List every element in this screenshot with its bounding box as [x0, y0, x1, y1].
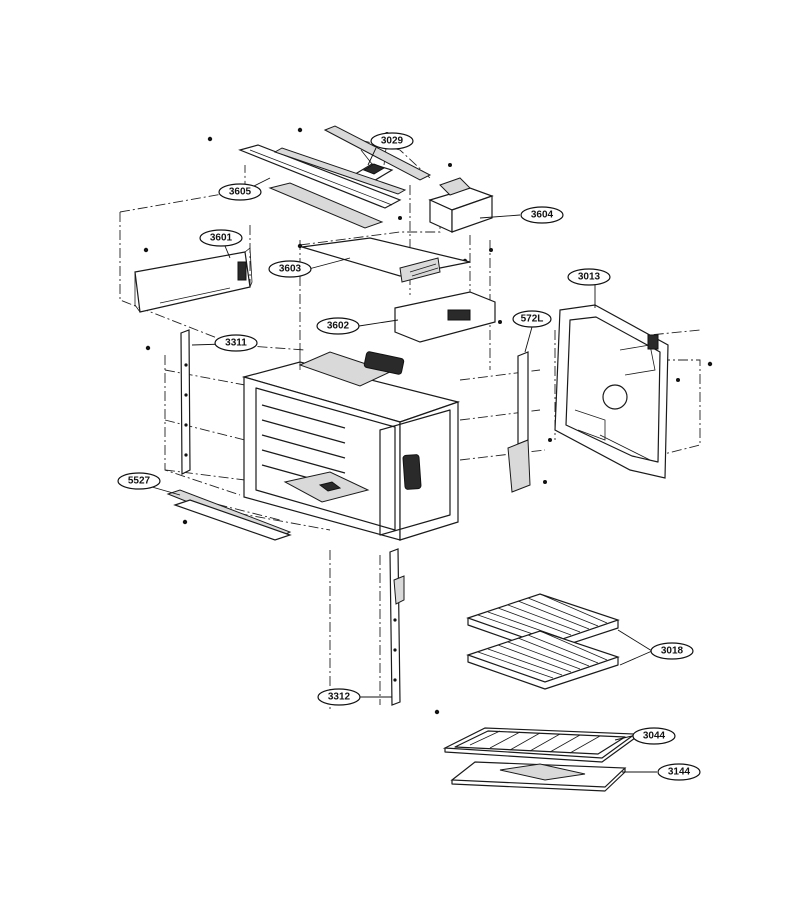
svg-text:3312: 3312	[328, 692, 351, 703]
callout-3604: 3604	[520, 206, 564, 224]
callout-3602: 3602	[316, 317, 360, 335]
callout-3603: 3603	[268, 260, 312, 278]
part-3601-panel	[134, 247, 253, 313]
rack-upper	[466, 593, 620, 653]
part-3044-broil-grid	[442, 727, 637, 763]
callout-3605: 3605	[218, 183, 262, 201]
part-572L-bracket	[507, 351, 531, 493]
svg-text:3311: 3311	[225, 338, 247, 349]
svg-text:3604: 3604	[531, 210, 554, 221]
svg-text:3018: 3018	[661, 646, 684, 657]
part-3018-racks	[466, 593, 620, 690]
svg-text:3601: 3601	[210, 233, 233, 244]
callout-5527: 5527	[117, 472, 161, 490]
part-5527-trim	[166, 489, 292, 541]
callout-3029: 3029	[370, 132, 414, 150]
callout-3601: 3601	[199, 229, 243, 247]
part-3311-rail	[180, 329, 191, 475]
part-3602-panel	[394, 291, 496, 343]
svg-text:3144: 3144	[668, 767, 691, 778]
svg-text:3605: 3605	[229, 187, 252, 198]
part-3603-shelf	[301, 237, 471, 283]
svg-text:3029: 3029	[381, 136, 404, 147]
svg-text:3013: 3013	[578, 272, 601, 283]
callout-3044: 3044	[632, 727, 676, 745]
svg-text:3602: 3602	[327, 321, 350, 332]
part-3013-back-panel	[554, 304, 669, 479]
svg-text:572L: 572L	[521, 314, 544, 325]
callout-3013: 3013	[567, 268, 611, 286]
rack-lower	[466, 630, 620, 690]
callout-3311: 3311	[214, 334, 258, 352]
svg-text:5527: 5527	[128, 476, 151, 487]
callout-leader-lines	[151, 147, 657, 773]
part-3605-top-rail-assembly	[238, 125, 432, 229]
callout-3018: 3018	[650, 642, 694, 660]
part-3312-rail	[389, 548, 405, 706]
part-3144-broil-pan	[450, 761, 627, 792]
svg-text:3603: 3603	[279, 264, 302, 275]
callout-3312: 3312	[317, 688, 361, 706]
oven-cavity-body	[241, 345, 461, 541]
svg-text:3044: 3044	[643, 731, 666, 742]
callout-3144: 3144	[657, 763, 701, 781]
callout-572L: 572L	[512, 310, 552, 328]
part-3604-box	[428, 177, 494, 233]
